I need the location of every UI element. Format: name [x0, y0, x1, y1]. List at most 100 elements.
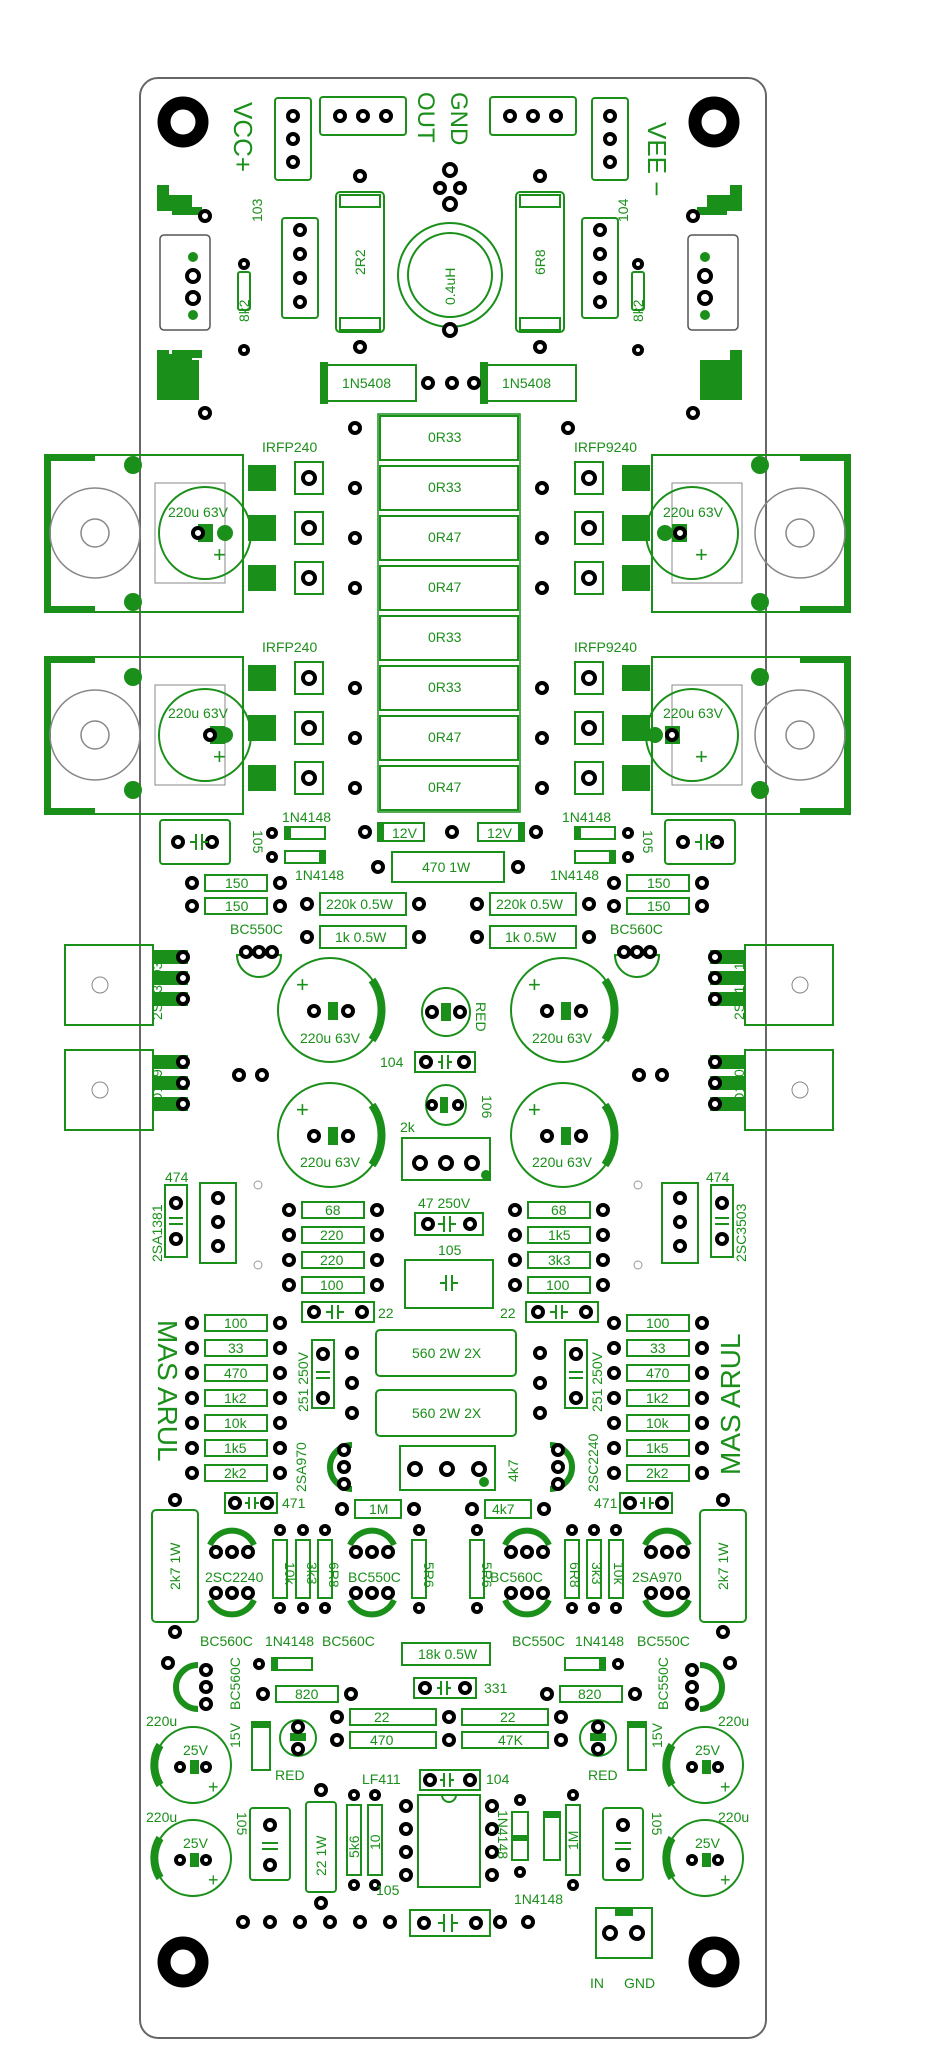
col-res-r3: 470 — [646, 1365, 670, 1381]
cap-105-bottom-label: 105 — [376, 1882, 400, 1898]
cap-220u-c-label: 220u — [146, 1809, 177, 1825]
emitter-resistor-labels: 0R33 0R33 0R47 0R47 0R33 0R33 0R47 0R47 — [428, 429, 462, 795]
res-10-label: 10 — [367, 1834, 383, 1850]
col-res-l5: 10k — [224, 1415, 248, 1431]
svg-text:+: + — [720, 1870, 731, 1890]
input-stage-transistors — [207, 1527, 692, 1618]
lower-row — [161, 1642, 737, 1749]
res-5k6-label: 5k6 — [346, 1835, 362, 1858]
trim-2k-label: 2k — [400, 1119, 416, 1135]
res-150-b-label: 150 — [225, 898, 249, 914]
cap-25v-a-label: 25V — [183, 1742, 209, 1758]
mid-res-l2: 220 — [320, 1227, 344, 1243]
d-1n4148-b-label: 1N4148 — [295, 867, 344, 883]
cap-251-right-label: 251 250V — [589, 1351, 605, 1412]
bulk-cap-4-label: 220u 63V — [663, 705, 724, 721]
zener-15v-left-label: 15V — [227, 1722, 243, 1748]
res-6r8-left-label: 6R8 — [326, 1562, 342, 1588]
led-red-label: RED — [473, 1002, 489, 1032]
res-470-label: 470 — [370, 1732, 394, 1748]
cap-331-label: 331 — [484, 1680, 508, 1696]
res-470-1w-label: 470 1W — [422, 859, 471, 875]
bc550c-top-label: BC550C — [230, 921, 283, 937]
col-res-l6: 1k5 — [224, 1440, 247, 1456]
res-150-group — [185, 874, 709, 949]
cap-105-left-label: 105 — [250, 830, 266, 854]
cap-104-low-label: 104 — [486, 1771, 510, 1787]
2sc3503-right-label: 2SC3503 — [733, 1203, 749, 1262]
emitter-res-4: 0R47 — [428, 579, 462, 595]
cap-474-left-label: 474 — [165, 1169, 189, 1185]
cap-105-right-label: 105 — [640, 830, 656, 854]
trim-4k7-label: 4k7 — [505, 1459, 521, 1482]
row-471 — [224, 1492, 673, 1519]
1n4148-row-b: 1N4148 — [575, 1633, 624, 1649]
mosfets — [248, 421, 650, 795]
mid-res-l4: 100 — [320, 1277, 344, 1293]
mid-res-l3: 220 — [320, 1252, 344, 1268]
fuse-holder-left — [157, 185, 212, 420]
d-1n4148-c-label: 1N4148 — [562, 809, 611, 825]
col-res-r6: 1k5 — [646, 1440, 669, 1456]
bulk-cap-1-label: 220u 63V — [168, 504, 229, 520]
res-5r6-right-label: 5R6 — [479, 1562, 495, 1588]
input-gnd-label: GND — [624, 1975, 655, 1991]
2sc2240-mid-label: 2SC2240 — [205, 1569, 264, 1585]
bulk-cap-2-label: 220u 63V — [168, 705, 229, 721]
res-3k3-right-label: 3k3 — [589, 1562, 605, 1585]
heatsink-right-2: + — [645, 656, 851, 815]
vbe-section — [164, 1182, 734, 1264]
d-1n4148-d-label: 1N4148 — [550, 867, 599, 883]
bc550c-row-a: BC550C — [512, 1633, 565, 1649]
res-6r8-label: 6R8 — [532, 249, 548, 275]
res-4k7-label: 4k7 — [492, 1501, 515, 1517]
emitter-resistors — [377, 413, 521, 813]
svg-text:+: + — [213, 542, 226, 567]
col-res-l2: 33 — [228, 1340, 244, 1356]
cap-471-left-label: 471 — [282, 1495, 306, 1511]
col-res-l3: 470 — [224, 1365, 248, 1381]
zener-12v-right-label: 12V — [487, 825, 513, 841]
out-label: OUT — [412, 92, 439, 143]
1n4148-row-a: 1N4148 — [265, 1633, 314, 1649]
svg-text:+: + — [695, 542, 708, 567]
power-connectors — [274, 96, 629, 181]
bc550c-vert-label: BC550C — [655, 1657, 671, 1710]
zener-12v-left-label: 12V — [392, 825, 418, 841]
res-22-right-label: 22 — [500, 1709, 516, 1725]
svg-text:+: + — [208, 1777, 219, 1797]
mid-res-r4: 100 — [546, 1277, 570, 1293]
low-voltage-caps: + + + + — [150, 1726, 744, 1897]
inductor-label: 0.4uH — [442, 268, 458, 305]
mid-res-r1: 68 — [551, 1202, 567, 1218]
cap-22-pair — [301, 1301, 599, 1323]
irfp9240-2-label: IRFP9240 — [574, 639, 637, 655]
cap-251-left-label: 251 250V — [295, 1351, 311, 1412]
res-10k-left-label: 10k — [282, 1562, 298, 1586]
res-220k-left-label: 220k 0.5W — [326, 896, 394, 912]
2sa1381-label: 2SA1381 — [731, 962, 747, 1020]
2sa1381-left-label: 2SA1381 — [149, 1204, 165, 1262]
heatsink-left-2: + — [44, 656, 252, 815]
2sc2240-label: 2SC2240 — [585, 1433, 601, 1492]
bd140-label: BD140 — [731, 1069, 747, 1112]
mid-res-r2: 1k5 — [548, 1227, 571, 1243]
cap-22-right-label: 22 — [500, 1305, 516, 1321]
res-820-left-label: 820 — [295, 1686, 319, 1702]
cap-25v-d-label: 25V — [695, 1835, 721, 1851]
res-8k2-right-label: 8k2 — [630, 299, 646, 322]
diode-1n5408-left-label: 1N5408 — [342, 375, 391, 391]
bottom-pads — [236, 1909, 535, 1937]
fuse-holder-right — [686, 185, 742, 420]
col-res-r4: 1k2 — [646, 1390, 669, 1406]
cap-103-label: 103 — [249, 198, 265, 222]
small-pads-mid — [232, 1068, 669, 1082]
mid-cap-2-label: 220u 63V — [532, 1030, 593, 1046]
input-connector[interactable] — [595, 1907, 653, 1959]
res-18k-label: 18k 0.5W — [418, 1646, 478, 1662]
res-220k-right-label: 220k 0.5W — [496, 896, 564, 912]
cap-471-right-label: 471 — [594, 1495, 618, 1511]
2sc3503-label: 2SC3503 — [149, 961, 165, 1020]
res-column-left — [185, 1314, 287, 1482]
